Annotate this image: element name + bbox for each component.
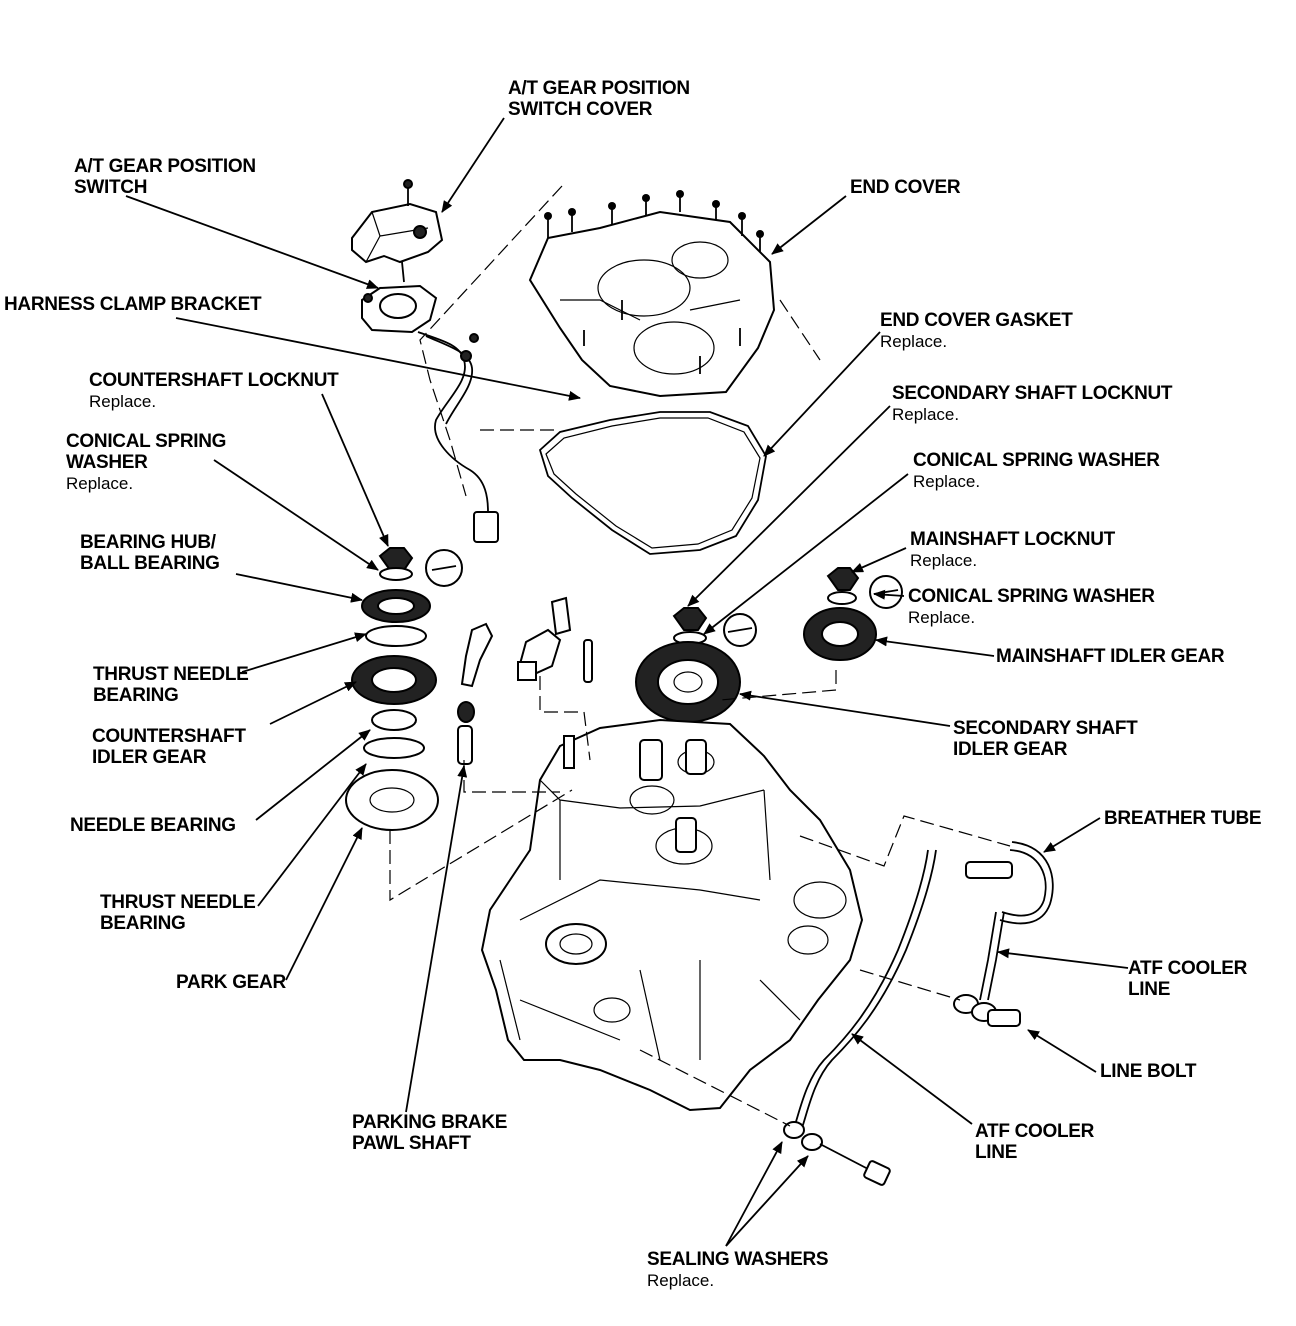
- countershaft-stack-part: [345, 547, 463, 831]
- leader-lines: [125, 117, 1129, 1247]
- end-cover-part: [528, 190, 776, 398]
- label-line-bolt: LINE BOLT: [1100, 1061, 1197, 1082]
- label-park-gear: PARK GEAR: [176, 972, 286, 993]
- label-mainshaft-idler-gear: MAINSHAFT IDLER GEAR: [996, 646, 1225, 667]
- parking-brake-pawl-part: [457, 622, 494, 765]
- label-breather-tube: BREATHER TUBE: [1104, 808, 1262, 829]
- harness-clamp-bracket-part: [417, 331, 499, 543]
- switch-cover-part: [351, 179, 444, 283]
- label-harness-clamp-bracket: HARNESS CLAMP BRACKET: [4, 294, 262, 315]
- breather-tube-part: [953, 841, 1054, 1027]
- secondary-shaft-gear-part: [635, 607, 757, 723]
- end-cover-gasket-part: [538, 411, 767, 555]
- label-bearing-hub-ball-bearing: BEARING HUB/BALL BEARING: [80, 532, 220, 574]
- label-end-cover: END COVER: [850, 177, 961, 198]
- small-parts-group: [517, 596, 593, 683]
- transmission-case-part: [480, 718, 864, 1112]
- label-needle-bearing: NEEDLE BEARING: [70, 815, 236, 836]
- gear-position-switch-part: [361, 284, 438, 334]
- mainshaft-gear-part: [803, 567, 903, 661]
